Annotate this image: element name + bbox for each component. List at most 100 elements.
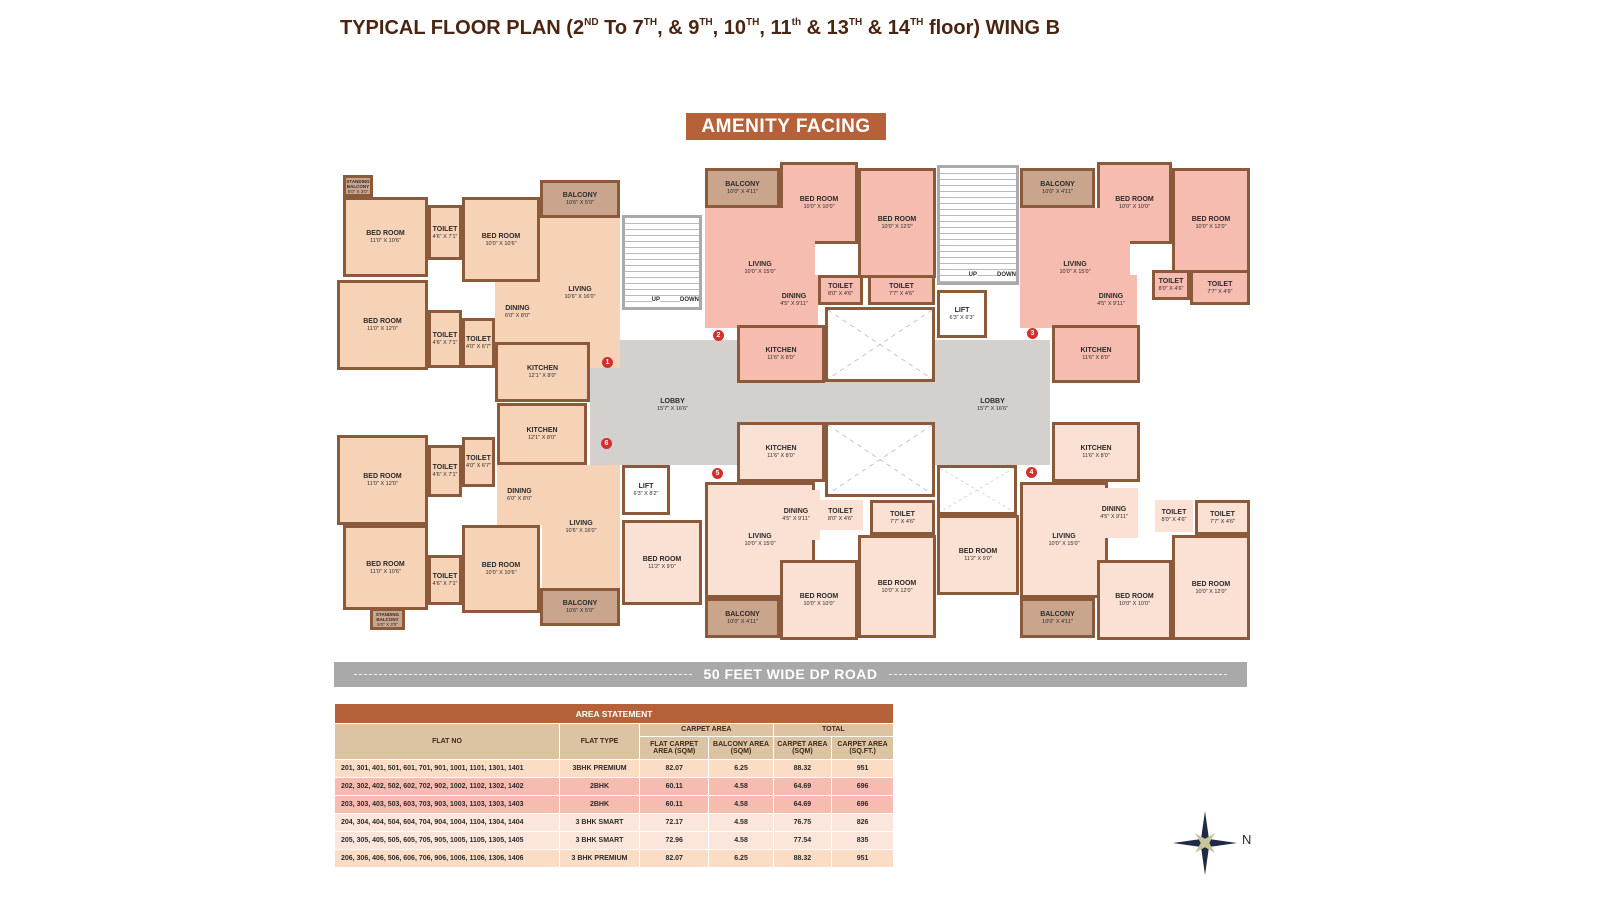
- stair-down-label: DOWN: [680, 296, 699, 305]
- title-text: floor) WING B: [923, 17, 1061, 39]
- cell-type: 3 BHK SMART: [559, 813, 640, 832]
- cell-type: 2BHK: [559, 795, 640, 814]
- cell-flats: 201, 301, 401, 501, 601, 701, 901, 1001,…: [334, 759, 560, 778]
- room-dimensions: 11'6" X 8'0": [767, 453, 795, 459]
- header-total: TOTAL: [772, 723, 895, 737]
- flat-entrance-marker: 1: [602, 357, 613, 368]
- cell-total-sqft: 951: [831, 759, 894, 778]
- room-dimensions: 11'2" X 9'0": [964, 556, 992, 562]
- room-name: TOILET: [1207, 280, 1233, 288]
- room-dimensions: 10'0" X 10'0": [803, 601, 835, 607]
- room-name: BED ROOM: [877, 216, 917, 223]
- room-name: TOILET: [432, 332, 458, 339]
- cell-flats: 206, 306, 406, 506, 606, 706, 906, 1006,…: [334, 849, 560, 868]
- header-total-sqm: CARPET AREA (SQM): [772, 735, 833, 761]
- cell-flat-carpet: 72.96: [638, 831, 710, 850]
- cell-type: 2BHK: [559, 777, 640, 796]
- room-dimensions: 10'0" X 12'0": [1195, 588, 1227, 595]
- room-dimensions: 15'7" X 16'6": [976, 406, 1009, 412]
- flat-entrance-marker: 3: [1027, 328, 1038, 339]
- table-row: 206, 306, 406, 506, 606, 706, 906, 1006,…: [334, 849, 894, 868]
- header-balcony: BALCONY AREA (SQM): [708, 735, 774, 761]
- room-dimensions: 8'0" X 4'6": [828, 291, 853, 297]
- title-text: , & 9: [657, 17, 700, 39]
- cell-flats: 202, 302, 402, 502, 602, 702, 902, 1002,…: [334, 777, 560, 796]
- room-dimensions: 11'6" X 8'0": [1082, 355, 1110, 361]
- cell-total-sqm: 64.69: [772, 795, 833, 814]
- cell-total-sqm: 76.75: [772, 813, 833, 832]
- cell-flats: 204, 304, 404, 504, 604, 704, 904, 1004,…: [334, 813, 560, 832]
- area-statement-table: AREA STATEMENT FLAT NO FLAT TYPE CARPET …: [334, 703, 895, 868]
- room-dimensions: 10'6" X 16'0": [565, 527, 597, 534]
- room-dimensions: 7'7" X 4'6": [890, 518, 915, 525]
- room-name: LIVING: [1063, 261, 1087, 268]
- room-name: TOILET: [466, 336, 491, 343]
- room-dimensions: 10'0" X 12'0": [881, 224, 913, 230]
- room-dimensions: 7'7" X 4'6": [889, 291, 914, 297]
- room-name: BED ROOM: [366, 560, 405, 568]
- room-dimensions: 10'0" X 15'0": [744, 541, 776, 547]
- cell-flat-carpet: 72.17: [638, 813, 710, 832]
- cell-total-sqft: 826: [831, 813, 894, 832]
- cell-total-sqft: 835: [831, 831, 894, 850]
- header-total-sqft: CARPET AREA (SQ.FT.): [831, 735, 894, 761]
- room-dimensions: 4'0" X 6'7": [466, 463, 491, 469]
- room-name: DINING: [507, 488, 532, 495]
- room-name: STANDING BALCONY: [375, 611, 400, 622]
- cell-total-sqft: 951: [831, 849, 894, 868]
- room-name: TOILET: [432, 225, 458, 233]
- compass-rose-icon: [1173, 811, 1237, 875]
- room-name: BALCONY: [1040, 181, 1075, 188]
- open-duct: [825, 422, 935, 497]
- room-name: DINING: [1101, 506, 1127, 513]
- room-name: LIFT: [638, 483, 654, 490]
- open-duct: [825, 307, 935, 382]
- title-text: To 7: [598, 17, 644, 39]
- room-name: TOILET: [432, 464, 458, 471]
- room-name: LIVING: [569, 519, 593, 527]
- room-dimensions: 4'6" X 7'1": [432, 581, 458, 587]
- room-dimensions: 10'6" X 5'0": [565, 608, 595, 614]
- room-name: TOILET: [432, 573, 458, 580]
- cell-balcony: 4.58: [708, 777, 774, 796]
- room-name: KITCHEN: [526, 427, 558, 434]
- room-name: LIVING: [748, 261, 772, 268]
- room-name: TOILET: [828, 508, 853, 515]
- cell-total-sqm: 88.32: [772, 849, 833, 868]
- room-dimensions: 5'0" X 3'0": [377, 621, 398, 627]
- room-dimensions: 11'0" X 10'6": [370, 238, 401, 244]
- room-dimensions: 10'0" X 4'11": [727, 189, 758, 195]
- room-dimensions: 5'0" X 3'0": [347, 188, 369, 194]
- flat-entrance-marker: 5: [712, 468, 723, 479]
- cell-flat-carpet: 82.07: [638, 759, 710, 778]
- title-superscript: th: [791, 17, 802, 28]
- room-name: BED ROOM: [799, 196, 839, 203]
- room-dimensions: 4'0" X 6'7": [466, 344, 491, 350]
- room-dimensions: 11'0" X 12'0": [367, 481, 398, 487]
- road-label: 50 FEET WIDE DP ROAD: [693, 666, 888, 682]
- room-dimensions: 12'1" X 8'0": [527, 435, 557, 441]
- room-dimensions: 11'6" X 8'0": [1082, 453, 1110, 459]
- cell-total-sqm: 88.32: [772, 759, 833, 778]
- room-name: LIVING: [1052, 533, 1076, 540]
- room-name: TOILET: [1158, 278, 1184, 285]
- cell-flats: 203, 303, 403, 503, 603, 703, 903, 1003,…: [334, 795, 560, 814]
- room-name: BALCONY: [725, 611, 760, 618]
- cell-type: 3 BHK PREMIUM: [559, 849, 640, 868]
